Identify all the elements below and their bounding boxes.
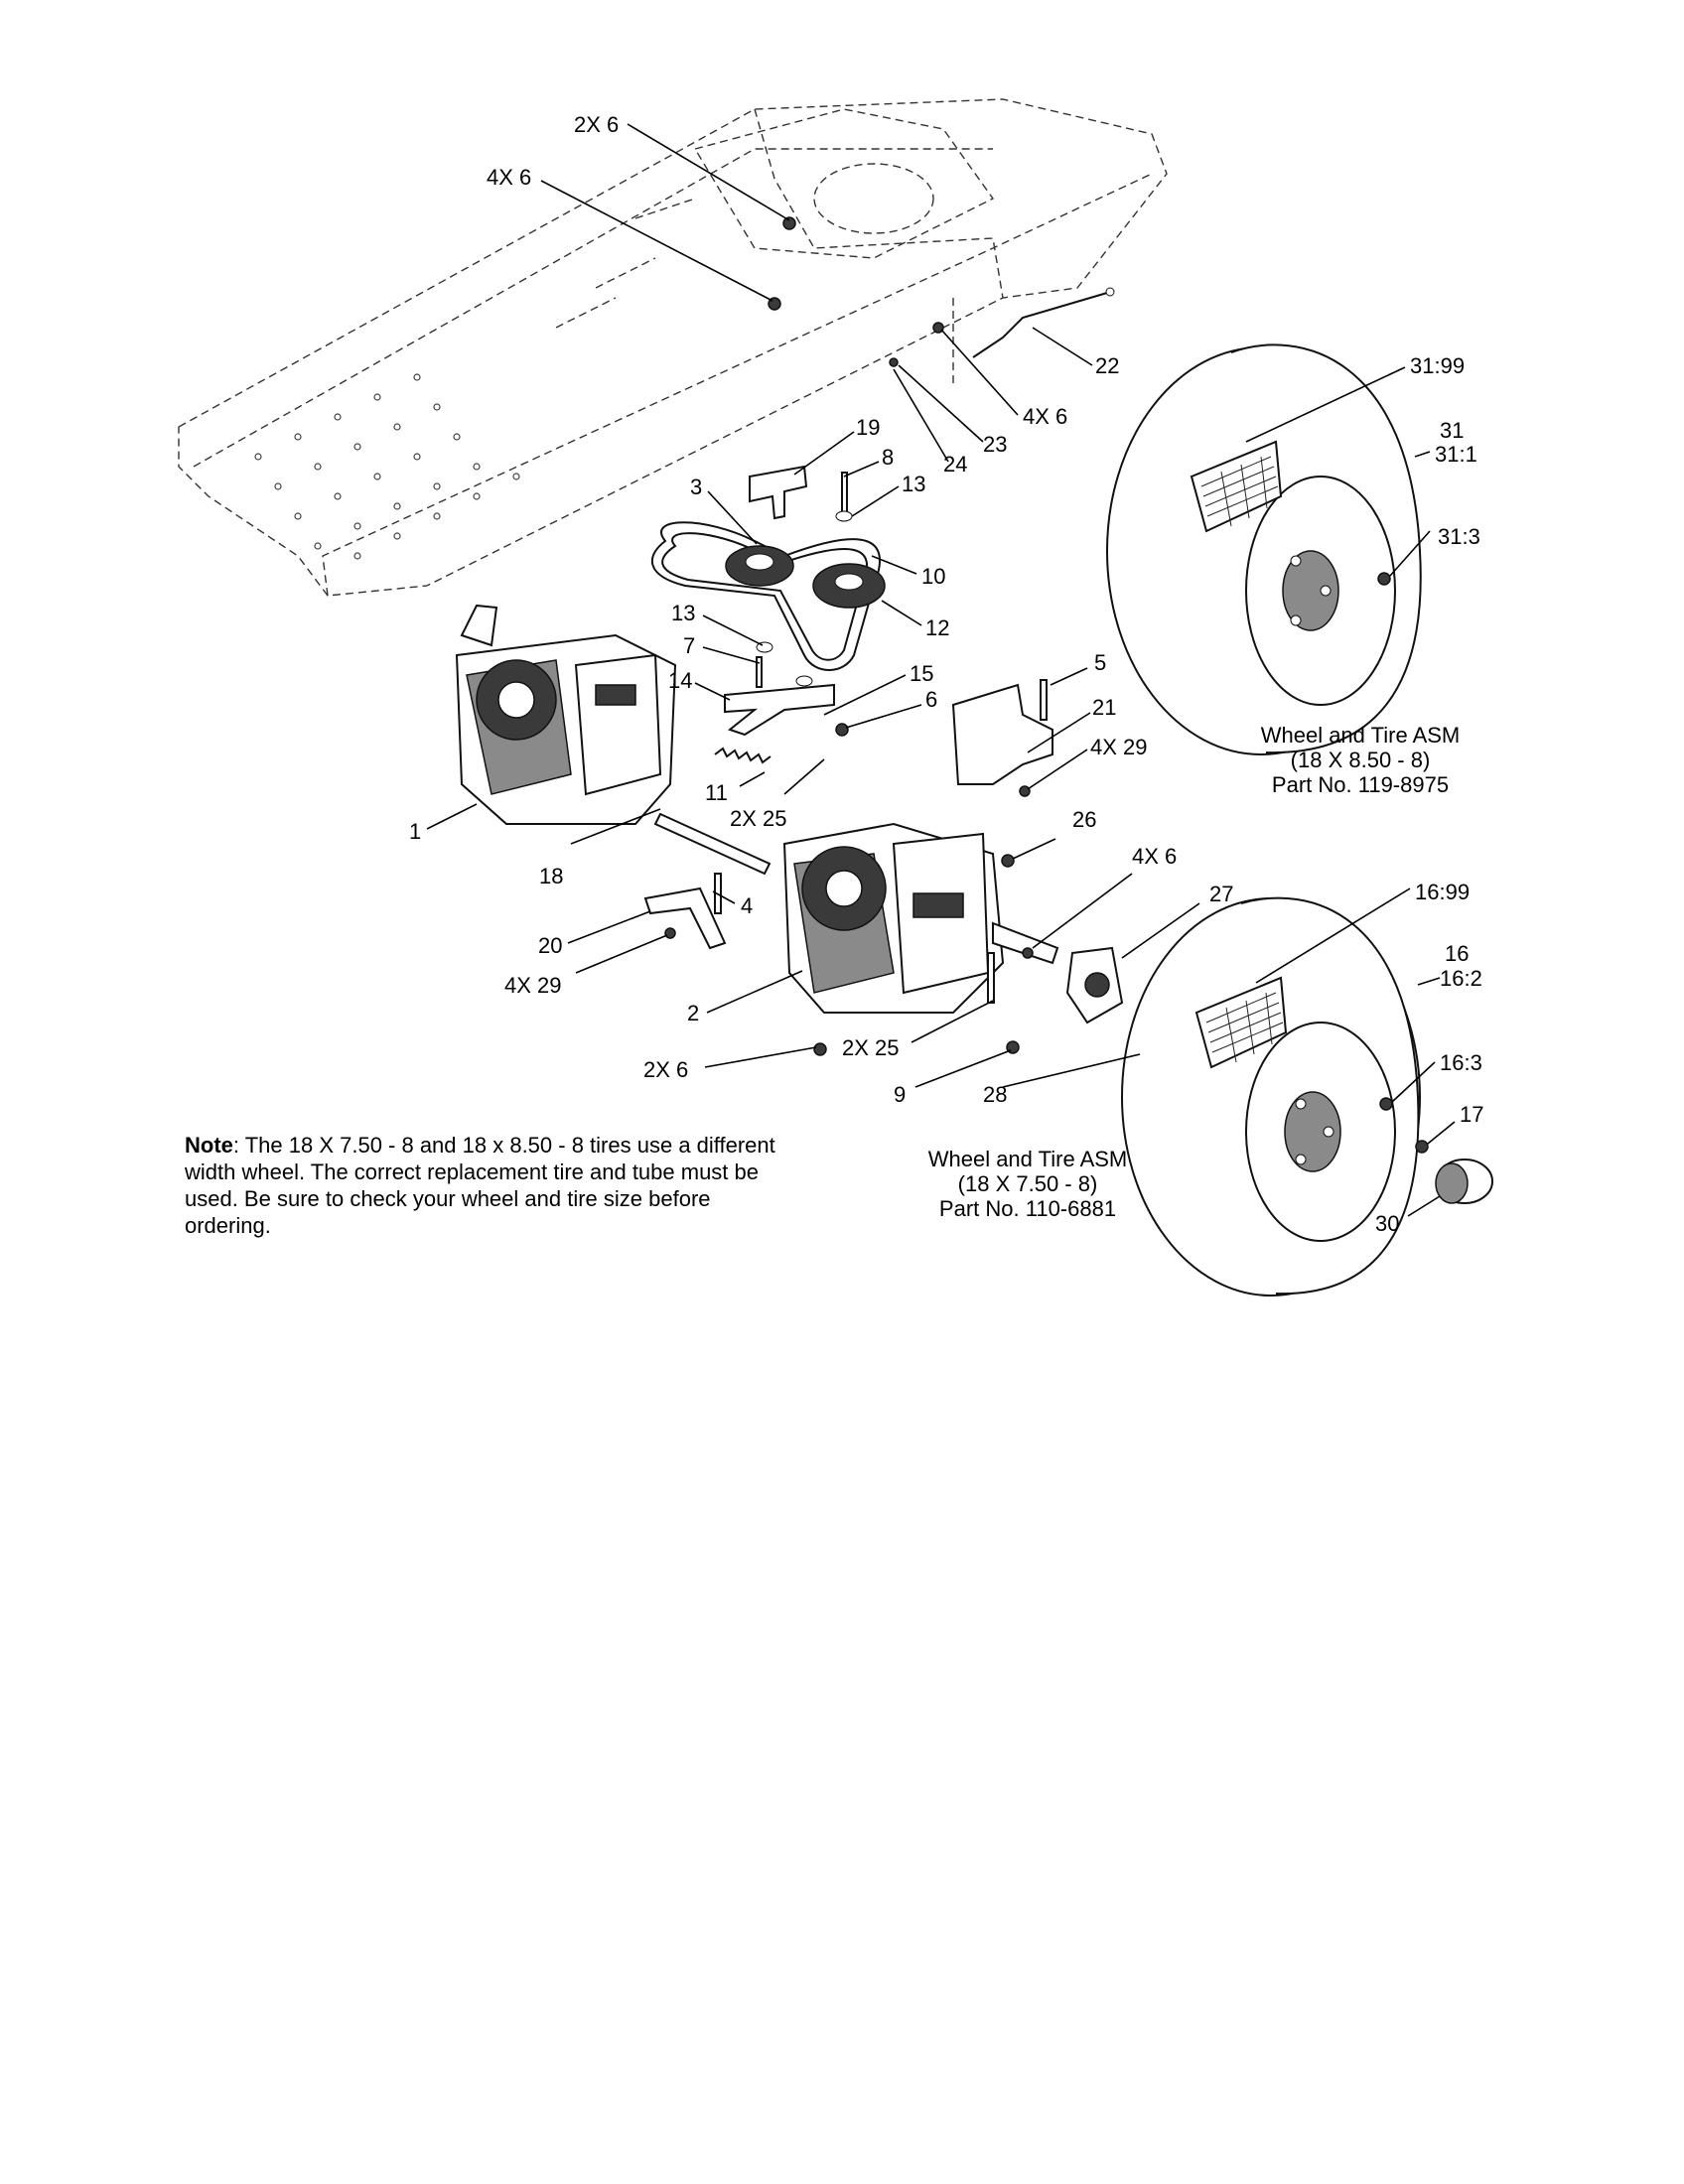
callout-16: 16 bbox=[1445, 941, 1469, 966]
lower-wheel-asm-part-no: Part No. 110-6881 bbox=[938, 1196, 1117, 1221]
callout-13-upper: 13 bbox=[902, 472, 925, 496]
callout-22: 22 bbox=[1095, 353, 1119, 378]
frame-holes bbox=[254, 373, 520, 560]
callout-18: 18 bbox=[539, 864, 563, 888]
upper-wheel-asm-size: (18 X 8.50 - 8) bbox=[1290, 748, 1431, 772]
callout-3: 3 bbox=[690, 475, 702, 499]
callout-15: 15 bbox=[910, 661, 933, 686]
lower-wheel-asm-label: Wheel and Tire ASM (18 X 7.50 - 8) Part … bbox=[899, 1147, 1157, 1221]
callout-4x6-mid: 4X 6 bbox=[1132, 844, 1177, 869]
callout-16-99: 16:99 bbox=[1415, 880, 1470, 904]
lower-wheel-asm-size: (18 X 7.50 - 8) bbox=[957, 1171, 1098, 1196]
left-transmission bbox=[455, 604, 677, 825]
callout-4x6-top: 4X 6 bbox=[487, 165, 531, 190]
callout-17: 17 bbox=[1460, 1102, 1483, 1127]
callout-21: 21 bbox=[1092, 695, 1116, 720]
callout-4: 4 bbox=[741, 893, 753, 918]
nuts-washers bbox=[664, 216, 1034, 1056]
callout-31: 31 bbox=[1440, 418, 1464, 443]
callout-26: 26 bbox=[1072, 807, 1096, 832]
control-rod bbox=[972, 287, 1115, 358]
spring bbox=[714, 747, 772, 764]
callout-2: 2 bbox=[687, 1001, 699, 1025]
idler-pulley bbox=[725, 545, 794, 587]
callout-13-lower: 13 bbox=[671, 601, 695, 625]
idler-arm bbox=[724, 683, 835, 737]
callout-31-99: 31:99 bbox=[1410, 353, 1465, 378]
callout-23: 23 bbox=[983, 432, 1007, 457]
upper-wheel-tire bbox=[1106, 343, 1422, 755]
idler-bracket bbox=[749, 465, 808, 520]
callout-9: 9 bbox=[894, 1082, 906, 1107]
callout-4x29-left: 4X 29 bbox=[504, 973, 562, 998]
callout-2x25-upper: 2X 25 bbox=[730, 806, 787, 831]
note-text: : The 18 X 7.50 - 8 and 18 x 8.50 - 8 ti… bbox=[185, 1133, 775, 1238]
callout-8: 8 bbox=[882, 445, 894, 470]
leader-lines bbox=[426, 123, 1456, 1217]
lower-wheel-tire bbox=[1121, 896, 1429, 1297]
upper-wheel-asm-part-no: Part No. 119-8975 bbox=[1271, 772, 1450, 797]
tire-size-note: Note: The 18 X 7.50 - 8 and 18 x 8.50 - … bbox=[185, 1132, 780, 1239]
drive-pulley bbox=[812, 563, 886, 609]
upper-tread-decal bbox=[1190, 440, 1283, 533]
callout-1: 1 bbox=[409, 819, 421, 844]
callout-7: 7 bbox=[683, 633, 695, 658]
mower-frame bbox=[178, 98, 1168, 597]
callout-labels: 2X 6 4X 6 22 4X 6 23 24 19 8 3 13 10 12 … bbox=[409, 112, 1483, 1236]
callout-19: 19 bbox=[856, 415, 880, 440]
callout-2x6-bottom: 2X 6 bbox=[643, 1057, 688, 1082]
callout-12: 12 bbox=[925, 615, 949, 640]
callout-6: 6 bbox=[925, 687, 937, 712]
callout-27: 27 bbox=[1209, 882, 1233, 906]
callout-4x6-right: 4X 6 bbox=[1023, 404, 1067, 429]
callout-20: 20 bbox=[538, 933, 562, 958]
callout-28: 28 bbox=[983, 1082, 1007, 1107]
callout-30: 30 bbox=[1375, 1211, 1399, 1236]
callout-10: 10 bbox=[921, 564, 945, 589]
callout-2x25-lower: 2X 25 bbox=[842, 1035, 900, 1060]
note-label: Note bbox=[185, 1133, 233, 1158]
callout-31-1: 31:1 bbox=[1435, 442, 1477, 467]
callout-2x6-top: 2X 6 bbox=[574, 112, 619, 137]
callout-14: 14 bbox=[668, 668, 692, 693]
callout-16-2: 16:2 bbox=[1440, 966, 1482, 991]
pump-bracket bbox=[951, 683, 1053, 785]
wheel-cap bbox=[1435, 1159, 1493, 1204]
lower-tread-decal bbox=[1194, 976, 1288, 1069]
upper-wheel-asm-title: Wheel and Tire ASM bbox=[1260, 723, 1461, 748]
callout-5: 5 bbox=[1094, 650, 1106, 675]
callout-16-3: 16:3 bbox=[1440, 1050, 1482, 1075]
transmission-bracket bbox=[643, 887, 727, 950]
callout-24: 24 bbox=[943, 452, 967, 477]
drive-belt bbox=[650, 521, 881, 671]
callout-31-3: 31:3 bbox=[1438, 524, 1480, 549]
axle-rod bbox=[653, 812, 772, 876]
upper-wheel-asm-label: Wheel and Tire ASM (18 X 8.50 - 8) Part … bbox=[1231, 723, 1489, 797]
callout-4x29-right: 4X 29 bbox=[1090, 735, 1148, 759]
right-transmission bbox=[782, 822, 1059, 1014]
lower-wheel-asm-title: Wheel and Tire ASM bbox=[927, 1147, 1128, 1171]
callout-11: 11 bbox=[705, 780, 728, 805]
